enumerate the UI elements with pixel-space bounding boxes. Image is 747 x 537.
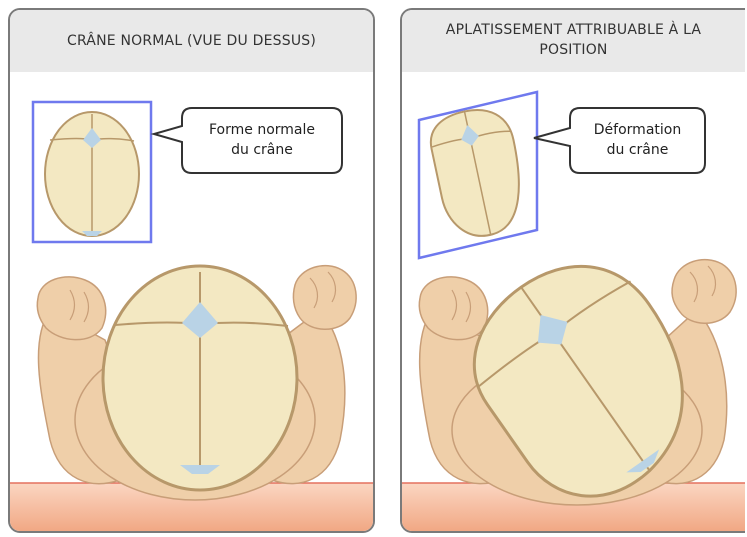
panel-flattened-skull: APLATISSEMENT ATTRIBUABLE À LA POSITION <box>400 8 745 533</box>
left-fist <box>37 277 105 340</box>
callout-label-flattened: Déformation du crâne <box>570 120 705 160</box>
skull-small-flattened <box>425 103 531 243</box>
callout-line-2: du crâne <box>182 140 342 160</box>
right-fist <box>672 260 736 324</box>
illustration-normal <box>10 10 375 533</box>
illustration-flattened <box>402 10 745 533</box>
panel-normal-skull: CRÂNE NORMAL (VUE DU DESSUS) <box>8 8 375 533</box>
left-fist <box>419 277 487 340</box>
callout-line-1: Forme normale <box>182 120 342 140</box>
callout-label-normal: Forme normale du crâne <box>182 120 342 160</box>
callout-line-2: du crâne <box>570 140 705 160</box>
right-fist <box>293 266 356 330</box>
callout-line-1: Déformation <box>570 120 705 140</box>
